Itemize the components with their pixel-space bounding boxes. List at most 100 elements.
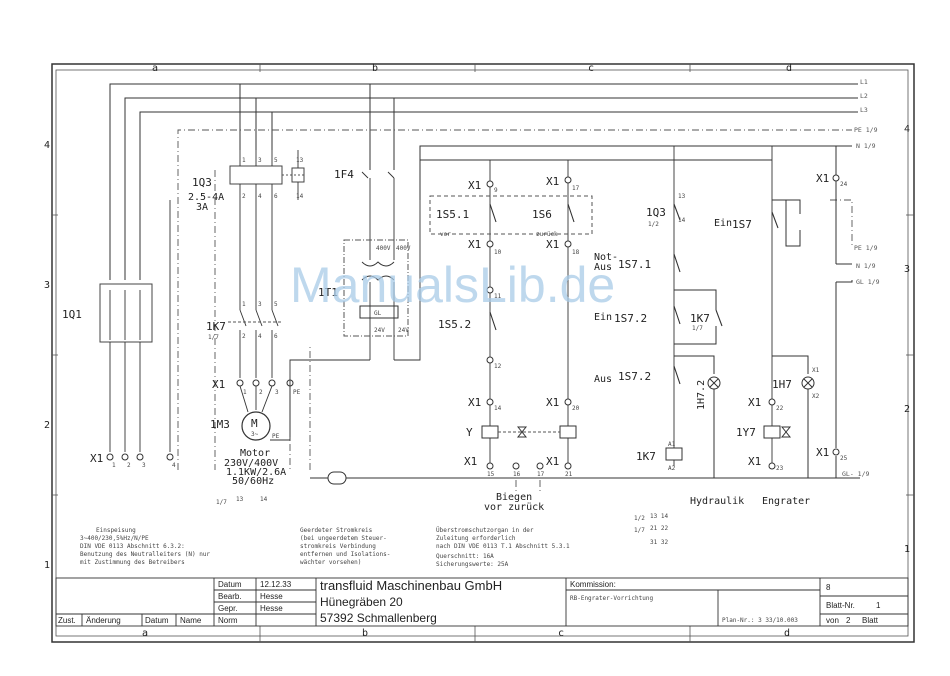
feed-term-1: 1 bbox=[112, 462, 116, 469]
tb-zust: Zust. bbox=[58, 616, 76, 625]
motor-protection-box bbox=[229, 165, 283, 185]
bus-ref-n-mid: N 1/9 bbox=[856, 262, 876, 270]
watermark: ManualsLib.de bbox=[290, 257, 615, 313]
contact-row-1-coil: 1/2 bbox=[634, 515, 645, 522]
lamp-1h7-x1: X1 bbox=[812, 367, 820, 374]
tb-bearb-label: Bearb. bbox=[218, 592, 242, 601]
row-label-3: 3 bbox=[44, 280, 50, 291]
row-label-1-right: 1 bbox=[904, 544, 910, 555]
switch-1s5-1-vor: vor bbox=[440, 231, 451, 238]
x1-term-22: 22 bbox=[776, 405, 784, 412]
aux-1q3-ref: 1/2 bbox=[648, 221, 659, 228]
tb-von-label: von bbox=[826, 616, 839, 625]
bus-ref-l3: L3 bbox=[860, 106, 868, 114]
transformer-v4: 24V bbox=[398, 327, 409, 334]
note-overcurrent-line-4: Querschnitt: 16A bbox=[436, 553, 494, 560]
motor-1m3-label: 1M3 bbox=[210, 418, 230, 431]
coil-1k7 bbox=[665, 447, 683, 461]
x1-label-14: X1 bbox=[468, 396, 481, 409]
transformer-box bbox=[343, 239, 409, 337]
note-supply: Einspeisung 3~400/230,5%Hz/N/PE DIN VDE … bbox=[80, 527, 210, 566]
tb-blatt-nr: 1 bbox=[876, 601, 881, 610]
tb-blatt-value: 8 bbox=[826, 583, 831, 592]
x1-label-24: X1 bbox=[816, 172, 829, 185]
transformer-v3: 24V bbox=[374, 327, 385, 334]
x1-term-25: 25 bbox=[840, 455, 848, 462]
contact-row-2-nums: 21 22 bbox=[650, 525, 668, 532]
x1-term-12: 12 bbox=[494, 363, 502, 370]
coil-1k7-label: 1K7 bbox=[636, 450, 656, 463]
contact-row-2-coil: 1/7 bbox=[634, 527, 645, 534]
section-hydraulik: Hydraulik bbox=[690, 496, 744, 507]
section-biegen-dir: vor zurück bbox=[484, 502, 544, 513]
x1-term-18: 18 bbox=[572, 249, 580, 256]
k7-term-4: 4 bbox=[258, 333, 262, 340]
note-grounded-line-1: Geerdeter Stromkreis bbox=[300, 527, 373, 534]
valve-y-zurueck bbox=[559, 425, 577, 439]
bus-ref-pe-top: PE 1/9 bbox=[854, 126, 878, 134]
k7-term-3: 3 bbox=[258, 301, 262, 308]
coil-1k7-a1: A1 bbox=[668, 441, 676, 448]
note-grounded-line-3: stromkreis Verbindung bbox=[300, 543, 376, 550]
note-grounded-line-2: (bei ungeerdetem Steuer- bbox=[300, 535, 387, 542]
contact-row-3-nums: 31 32 bbox=[650, 539, 668, 546]
q3-term-2: 2 bbox=[242, 193, 246, 200]
outer-frame bbox=[51, 63, 915, 643]
motor-power: 1.1KW/2.6A bbox=[226, 467, 286, 478]
k7-term-6: 6 bbox=[274, 333, 278, 340]
note-overcurrent-line-5: Sicherungswerte: 25A bbox=[436, 561, 509, 568]
coil-1k7-a2: A2 bbox=[668, 465, 676, 472]
q3-term-14: 14 bbox=[296, 193, 304, 200]
tb-blatt-label: Blatt-Nr. bbox=[826, 601, 855, 610]
x1-term-9: 9 bbox=[494, 187, 498, 194]
contact-row-1-nums: 13 14 bbox=[650, 513, 668, 520]
ref-1-7: 1/7 bbox=[216, 499, 227, 506]
x1-label-20: X1 bbox=[546, 396, 559, 409]
transformer-v2: 400V bbox=[396, 245, 411, 252]
feed-term-4: 4 bbox=[172, 462, 176, 469]
motor-x1-term-1: 1 bbox=[243, 389, 247, 396]
tb-street: Hünegräben 20 bbox=[320, 595, 403, 609]
k7-term-5: 5 bbox=[274, 301, 278, 308]
row-label-1: 1 bbox=[44, 560, 50, 571]
tb-datum-label: Datum bbox=[218, 580, 242, 589]
switch-1s7-2-ein-text: Ein bbox=[594, 312, 612, 323]
note-supply-line-1: Einspeisung bbox=[96, 527, 136, 534]
k7-term-1: 1 bbox=[242, 301, 246, 308]
motor-frequency: 50/60Hz bbox=[232, 476, 274, 487]
k7-term-2: 2 bbox=[242, 333, 246, 340]
note-grounded-line-5: wächter vorsehen) bbox=[300, 559, 361, 566]
switch-1s5-2-label: 1S5.2 bbox=[438, 318, 471, 331]
transformer-gl: GL bbox=[374, 310, 382, 317]
transformer-gl-box bbox=[359, 305, 399, 319]
feed-term-2: 2 bbox=[127, 462, 131, 469]
switch-1s7-1-label: 1S7.1 bbox=[618, 258, 651, 271]
x1-term-23: 23 bbox=[776, 465, 784, 472]
valve-1y7 bbox=[763, 425, 781, 439]
valve-y-vor bbox=[481, 425, 499, 439]
note-overcurrent-line-2: Zuleitung erforderlich bbox=[436, 535, 516, 542]
note-grounded-line-4: entfernen und Isolations- bbox=[300, 551, 390, 558]
note-supply-line-5: mit Zustimmung des Betreibers bbox=[80, 559, 185, 566]
tb-von-value: 2 bbox=[846, 616, 851, 625]
tb-datum-value: 12.12.33 bbox=[260, 580, 292, 589]
col-label-a-bottom: a bbox=[142, 628, 148, 639]
x1-label-25: X1 bbox=[816, 446, 829, 459]
hyd-num-14: 14 bbox=[678, 217, 686, 224]
col-label-d-bottom: d bbox=[784, 628, 790, 639]
x1-label-17: X1 bbox=[546, 175, 559, 188]
valve-y-label: Y bbox=[466, 426, 473, 439]
transformer-v1: 400V bbox=[376, 245, 391, 252]
switch-1s5-1-label: 1S5.1 bbox=[436, 208, 469, 221]
x1-label-15: X1 bbox=[464, 455, 477, 468]
lamp-1h7-x2: X2 bbox=[812, 393, 820, 400]
valve-1y7-label: 1Y7 bbox=[736, 426, 756, 439]
note-grounded: Geerdeter Stromkreis (bei ungeerdetem St… bbox=[300, 527, 390, 566]
x1-label-23: X1 bbox=[748, 455, 761, 468]
switch-1s7-label: 1S7 bbox=[732, 218, 752, 231]
contactor-1k7-label: 1K7 bbox=[206, 320, 226, 333]
aux-1k7-label: 1K7 bbox=[690, 312, 710, 325]
x1-term-15: 15 bbox=[487, 471, 495, 478]
q3-term-3: 3 bbox=[258, 157, 262, 164]
col-label-d: d bbox=[786, 63, 792, 74]
